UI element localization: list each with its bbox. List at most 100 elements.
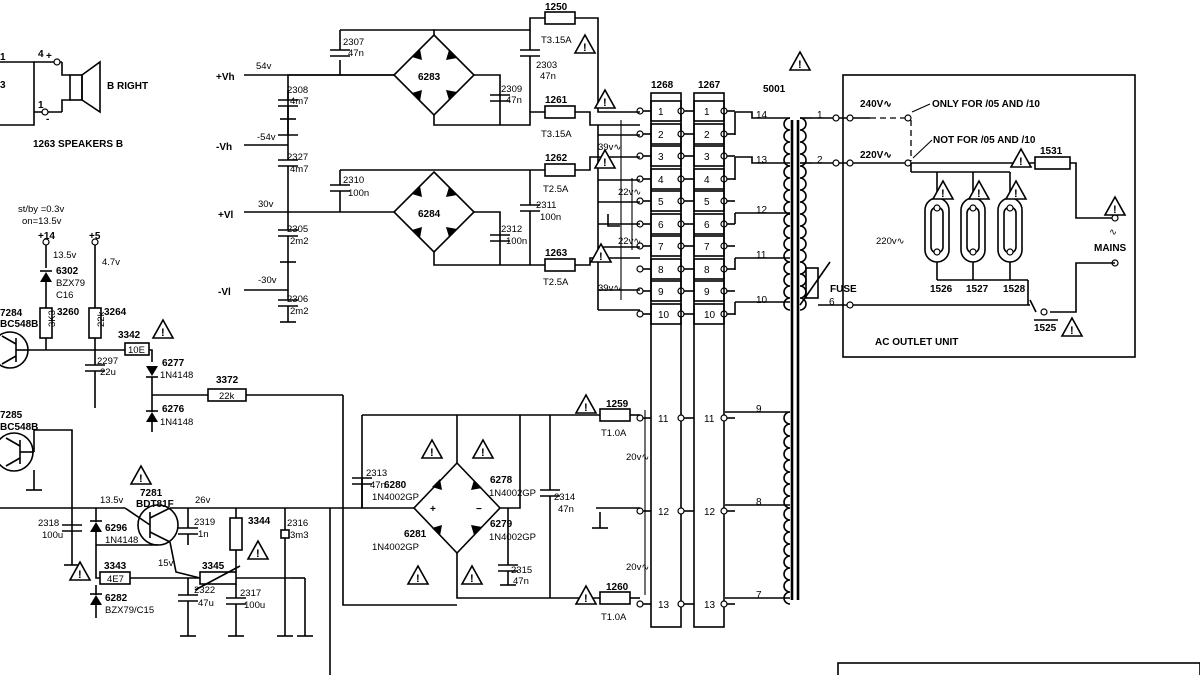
svg-text:−: − — [476, 504, 482, 515]
corner-frame — [837, 662, 1200, 675]
warning-triangle-icon: ! — [1004, 179, 1028, 200]
cap-2317-value: 100u — [244, 600, 265, 611]
r3342-value: 10E — [128, 345, 145, 356]
cap-2318-value: 100u — [42, 530, 63, 541]
svg-text:!: ! — [584, 402, 588, 414]
diode-6302-type: BZX79 — [56, 278, 85, 289]
pin-1267: 2 — [704, 130, 710, 141]
diode-6276-type: 1N4148 — [160, 417, 193, 428]
cap-2316-ref: 2316 — [287, 518, 308, 529]
bridge-6284-wiring — [244, 134, 640, 323]
t7281-ref: 7281 — [140, 488, 163, 499]
r3343-ref: 3343 — [104, 561, 127, 572]
svg-text:!: ! — [481, 447, 485, 459]
standby-note-2: on=13.5v — [22, 216, 62, 227]
cap-2322-value: 47u — [198, 598, 214, 609]
fuse-1263-ref: 1263 — [545, 248, 568, 259]
sec-pin-7: 7 — [756, 590, 762, 601]
svg-text:!: ! — [78, 569, 82, 581]
cap-2313-value: 47n — [370, 480, 386, 491]
warning-triangle-icon: ! — [129, 464, 153, 485]
warning-triangle-icon: ! — [967, 179, 991, 200]
warning-triangle-icon: ! — [593, 148, 617, 169]
diode-6296-type: 1N4148 — [105, 535, 138, 546]
diode-6282-type: BZX79/C15 — [105, 605, 154, 616]
secondary-wiring-upper — [725, 111, 790, 599]
pin-1268: 11 — [658, 414, 669, 425]
svg-text:!: ! — [161, 327, 165, 339]
warning-triangle-icon: ! — [420, 438, 444, 459]
ac-symbol: ∿ — [1109, 227, 1117, 238]
r3260-ref: 3260 — [57, 307, 80, 318]
warning-triangle-icon: ! — [246, 539, 270, 560]
fuse-1261-ref: 1261 — [545, 95, 568, 106]
pin-1268: 7 — [658, 242, 664, 253]
pin-1267: 4 — [704, 175, 710, 186]
ac-outlet-unit-title: AC OUTLET UNIT — [875, 337, 958, 348]
svg-text:!: ! — [1070, 325, 1074, 337]
fuse-1531-ref: 1531 — [1040, 146, 1063, 157]
rail-vh-pos: +Vh — [216, 72, 235, 83]
pri-pin-2: 2 — [817, 155, 823, 166]
diode-6280-ref: 6280 — [384, 480, 407, 491]
cap-2308-value: 4m7 — [290, 96, 308, 107]
fuse-1263: 1263 T2.5A — [543, 248, 576, 288]
warning-triangle-icon: ! — [460, 564, 484, 585]
diode-6281-type: 1N4002GP — [372, 542, 419, 553]
fuse-1262-ref: 1262 — [545, 153, 568, 164]
cap-2307-ref: 2307 — [343, 37, 364, 48]
fuse-1259-value: T1.0A — [601, 428, 627, 439]
sec-pin-12: 12 — [756, 205, 768, 216]
pin-1268: 12 — [658, 507, 670, 518]
svg-text:!: ! — [798, 59, 802, 71]
diode-6279-ref: 6279 — [490, 519, 513, 530]
svg-text:!: ! — [1113, 204, 1117, 216]
cap-2322-ref: 2322 — [194, 585, 215, 596]
v-26: 26v — [195, 495, 211, 506]
fuse-1250-ref: 1250 — [545, 2, 568, 13]
r3264-ref: 3264 — [104, 307, 127, 318]
v220-b-label: 220v∿ — [876, 236, 905, 247]
cap-2308-ref: 2308 — [287, 85, 308, 96]
warning-triangle-icon: ! — [573, 33, 597, 54]
svg-text:!: ! — [256, 548, 260, 560]
v-13-5: 13.5v — [53, 250, 76, 261]
not-for-note: NOT FOR /05 AND /10 — [933, 135, 1036, 146]
svg-text:!: ! — [430, 447, 434, 459]
warning-triangles: !!!!!!!!!!!!!!!!!!!!! — [68, 33, 1127, 605]
v20b-label: 20v∿ — [626, 562, 649, 573]
pin-1268: 13 — [658, 600, 670, 611]
cap-2317-ref: 2317 — [240, 588, 261, 599]
warning-triangle-icon: ! — [1103, 195, 1127, 216]
transformer-coil — [799, 117, 807, 311]
cap-2327-ref: 2327 — [287, 152, 308, 163]
pri-pin-6: 6 — [829, 297, 835, 308]
pin-1267: 9 — [704, 287, 710, 298]
rail-vh-neg: -Vh — [216, 142, 232, 153]
diode-6276-ref: 6276 — [162, 404, 185, 415]
fuse-1262: 1262 T2.5A — [543, 153, 576, 195]
svg-text:!: ! — [977, 188, 981, 200]
rail-vl-pos: +Vl — [218, 210, 234, 221]
fuse-1262-value: T2.5A — [543, 184, 569, 195]
pin-1268: 6 — [658, 220, 664, 231]
r3342-ref: 3342 — [118, 330, 141, 341]
sec-pin-14: 14 — [756, 110, 768, 121]
sec-pin-11: 11 — [756, 250, 767, 261]
sec-pin-9: 9 — [756, 404, 762, 415]
pin-1267: 7 — [704, 242, 710, 253]
rail-vl-neg-voltage: -30v — [258, 275, 277, 286]
spk-title: 1263 SPEAKERS B — [33, 139, 123, 150]
cap-2297-ref: 2297 — [97, 356, 118, 367]
cap-2319-ref: 2319 — [194, 517, 215, 528]
cap-2314-ref: 2314 — [554, 492, 575, 503]
